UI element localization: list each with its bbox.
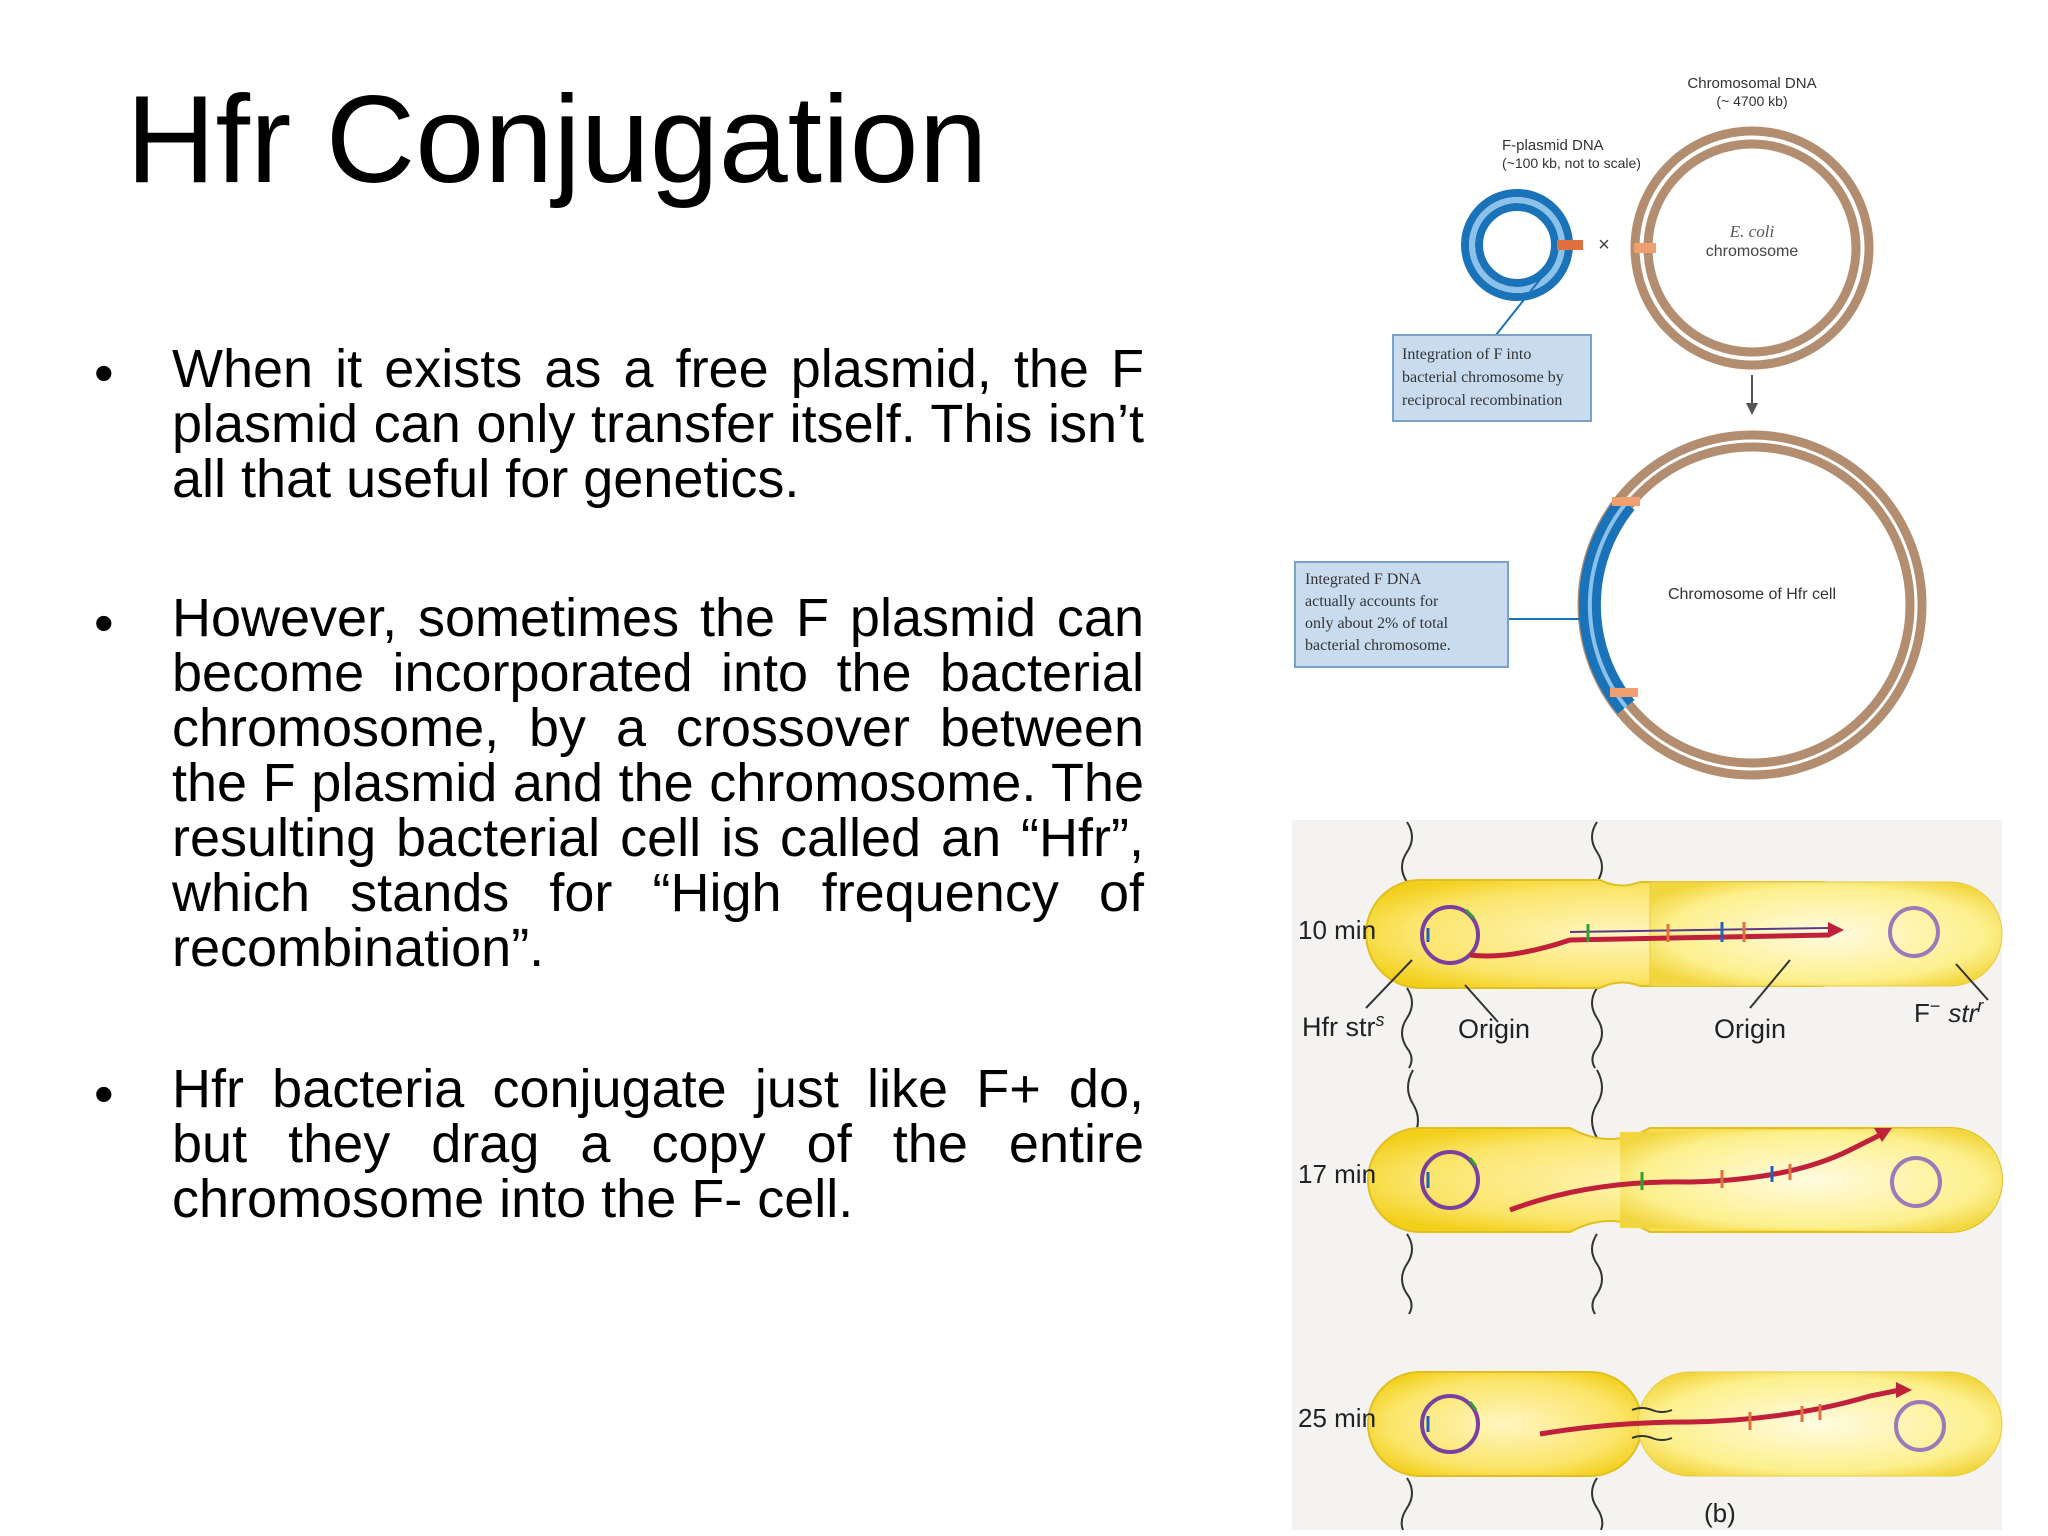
- fminus-text: F: [1914, 998, 1930, 1028]
- fminus-str-superscript: r: [1977, 996, 1984, 1016]
- chromosomal-dna-label: Chromosomal DNA: [1687, 75, 1816, 92]
- integrated-box-line: only about 2% of total: [1305, 615, 1449, 632]
- integration-box-line: reciprocal recombination: [1402, 392, 1562, 409]
- bullet-text: However, sometimes the F plasmid can bec…: [172, 588, 1144, 978]
- bullet-text: Hfr bacteria conjugate just like F+ do, …: [172, 1059, 1144, 1229]
- chromosomal-dna-size: (~ 4700 kb): [1716, 93, 1787, 109]
- fminus-superscript: −: [1930, 996, 1941, 1016]
- mating-pair-17min: [1367, 1127, 2003, 1233]
- time-label-10min: 10 min: [1298, 915, 1376, 945]
- fplasmid-size: (~100 kb, not to scale): [1502, 155, 1641, 171]
- mating-pair-10min: [1365, 879, 2003, 989]
- bullet-marker: •: [94, 591, 114, 654]
- integrated-box-line: bacterial chromosome.: [1305, 637, 1451, 654]
- fminus-str-label: F−strr: [1914, 996, 1984, 1028]
- integrated-box-line: Integrated F DNA: [1305, 571, 1422, 588]
- origin-label-recipient: Origin: [1714, 1014, 1786, 1044]
- bullet-marker: •: [94, 341, 114, 404]
- label-leader-lines: [1365, 959, 1989, 1023]
- integrated-box-line: actually accounts for: [1305, 593, 1439, 610]
- arrow-head-icon: [1746, 403, 1758, 415]
- hfr-diagram: Chromosomal DNA (~ 4700 kb) F-plasmid DN…: [1292, 75, 2003, 1530]
- bullet-text: When it exists as a free plasmid, the F …: [172, 339, 1144, 509]
- origin-label-donor: Origin: [1458, 1014, 1530, 1044]
- integrated-box: [1294, 561, 1509, 668]
- f-plasmid-icon: [1461, 189, 1583, 301]
- time-label-25min: 25 min: [1298, 1403, 1376, 1433]
- integration-box-line: Integration of F into: [1402, 346, 1531, 363]
- fplasmid-label: F-plasmid DNA: [1502, 137, 1604, 154]
- integration-box-line: bacterial chromosome by: [1402, 369, 1564, 386]
- crossover-mark: ×: [1598, 234, 1610, 256]
- mating-pair-25min: [1367, 1371, 2003, 1477]
- panel-label-b: (b): [1704, 1498, 1736, 1528]
- hfr-str-label: Hfr strs: [1302, 1010, 1385, 1042]
- hfr-chromosome-icon: [1577, 430, 1927, 780]
- ecoli-chromosome-icon: [1630, 126, 1874, 370]
- figure-b: 10 min 17 min 25 min Hfr strs Origin Ori…: [1292, 820, 2003, 1530]
- hfr-str-superscript: s: [1376, 1010, 1385, 1030]
- hfr-str-text: Hfr str: [1302, 1012, 1376, 1042]
- fminus-str-text: str: [1948, 998, 1978, 1028]
- integration-box: [1392, 334, 1592, 422]
- ecoli-label: E. coli: [1729, 222, 1775, 241]
- figure-a: Chromosomal DNA (~ 4700 kb) F-plasmid DN…: [1294, 75, 1927, 780]
- hfr-chromosome-label: Chromosome of Hfr cell: [1668, 586, 1836, 603]
- time-label-17min: 17 min: [1298, 1159, 1376, 1189]
- ecoli-chromosome-label: chromosome: [1706, 243, 1799, 260]
- slide-title: Hfr Conjugation: [126, 71, 988, 209]
- bullet-marker: •: [94, 1062, 114, 1125]
